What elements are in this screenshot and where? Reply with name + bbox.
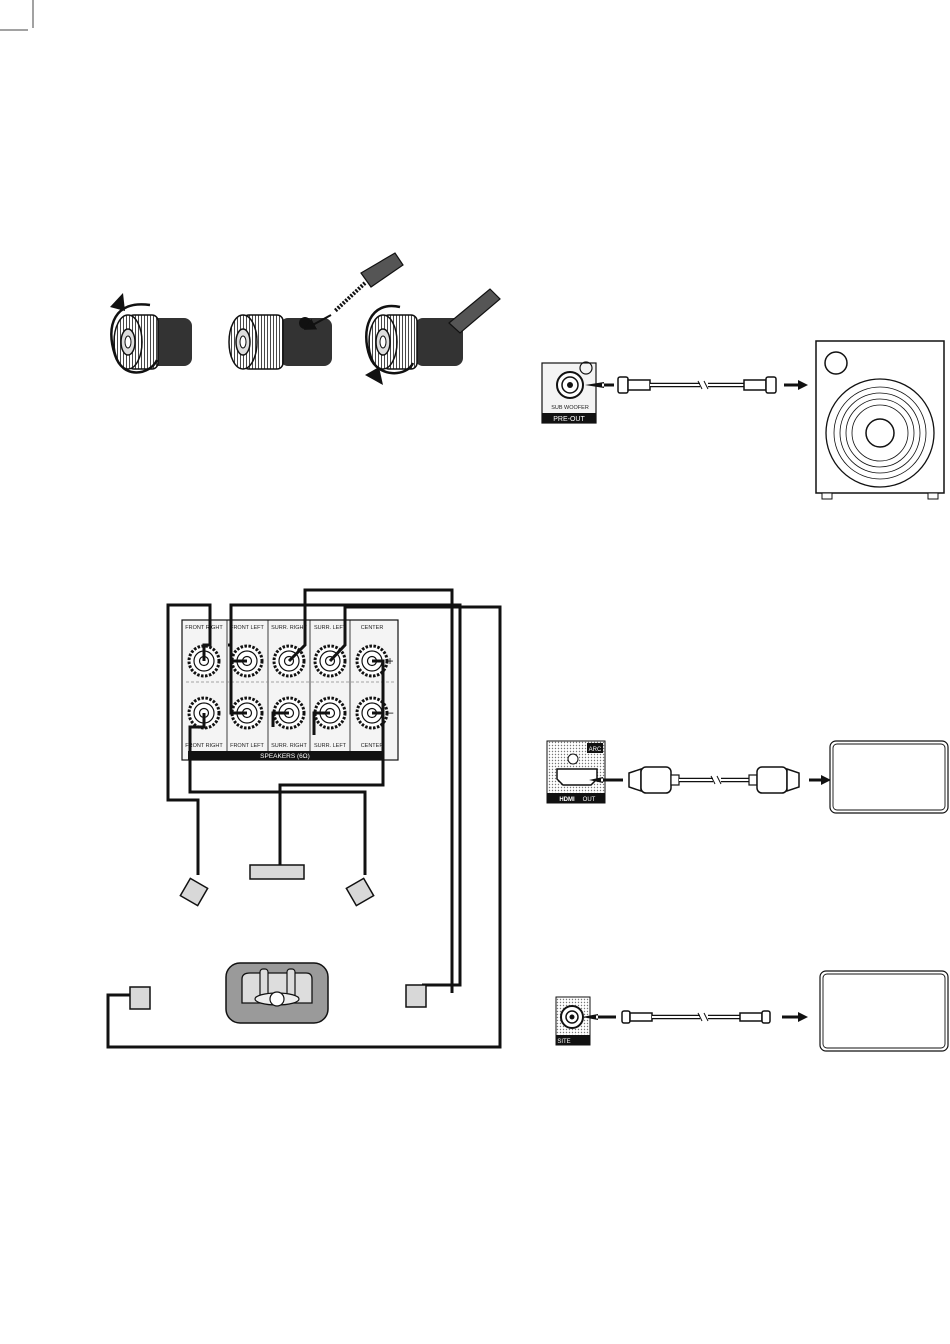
arrow-icon [809,775,831,785]
speaker-wire-icon [449,289,500,333]
arrow-icon [782,1012,808,1022]
binding-post-steps [95,245,525,390]
subwoofer-icon [816,341,944,499]
terminal-label-top: SURR. RIGHT [271,625,307,631]
hdmi-plug-icon [629,767,679,793]
hdmi-connection: ARC HDMI OUT [545,735,950,815]
audio-out-label: SITE [557,1039,570,1045]
subwoofer-connection: SUB WOOFER PRE-OUT [540,335,950,505]
rca-plug-icon [740,1011,770,1023]
terminal-label-top: FRONT RIGHT [185,625,223,631]
arrow-icon [784,380,808,390]
hdmi-logo: HDMI [559,797,575,803]
terminal-label-top: CENTER [361,625,384,631]
tv-icon [830,741,948,813]
surround-right-speaker [406,985,426,1007]
audio-out-connection: SITE [550,965,950,1055]
hdmi-plug-icon [749,767,799,793]
crop-mark [0,0,40,40]
tv-icon [820,971,948,1051]
binding-post-icon [114,315,192,369]
terminal-label-bottom: CENTER [361,743,384,749]
wire-surr-left-spk [190,792,365,875]
terminal-label-bottom: SURR. LEFT [314,743,347,749]
speaker-wiring-diagram: FRONT RIGHT FRONT LEFT SURR. RIGHT SURR.… [100,585,510,1055]
rca-plug-icon [744,377,776,393]
arc-label: ARC [589,747,602,753]
front-left-speaker [346,878,373,905]
terminal-label-bottom: SURR. RIGHT [271,743,307,749]
terminal-label-top: FRONT LEFT [230,625,264,631]
terminal-label-top: SURR. LEFT [314,625,347,631]
terminal-label-bottom: FRONT LEFT [230,743,264,749]
hdmi-out-label: OUT [583,797,596,803]
speaker-terminal-panel [182,620,398,760]
speakers-bar-label: SPEAKERS (6Ω) [260,753,310,760]
surround-left-speaker [130,987,150,1009]
pre-out-label: PRE-OUT [553,416,585,423]
front-right-speaker [180,878,207,905]
center-speaker [250,865,304,879]
rca-plug-icon [622,1011,652,1023]
rca-plug-icon [618,377,650,393]
subwoofer-jack-label: SUB WOOFER [551,405,589,411]
